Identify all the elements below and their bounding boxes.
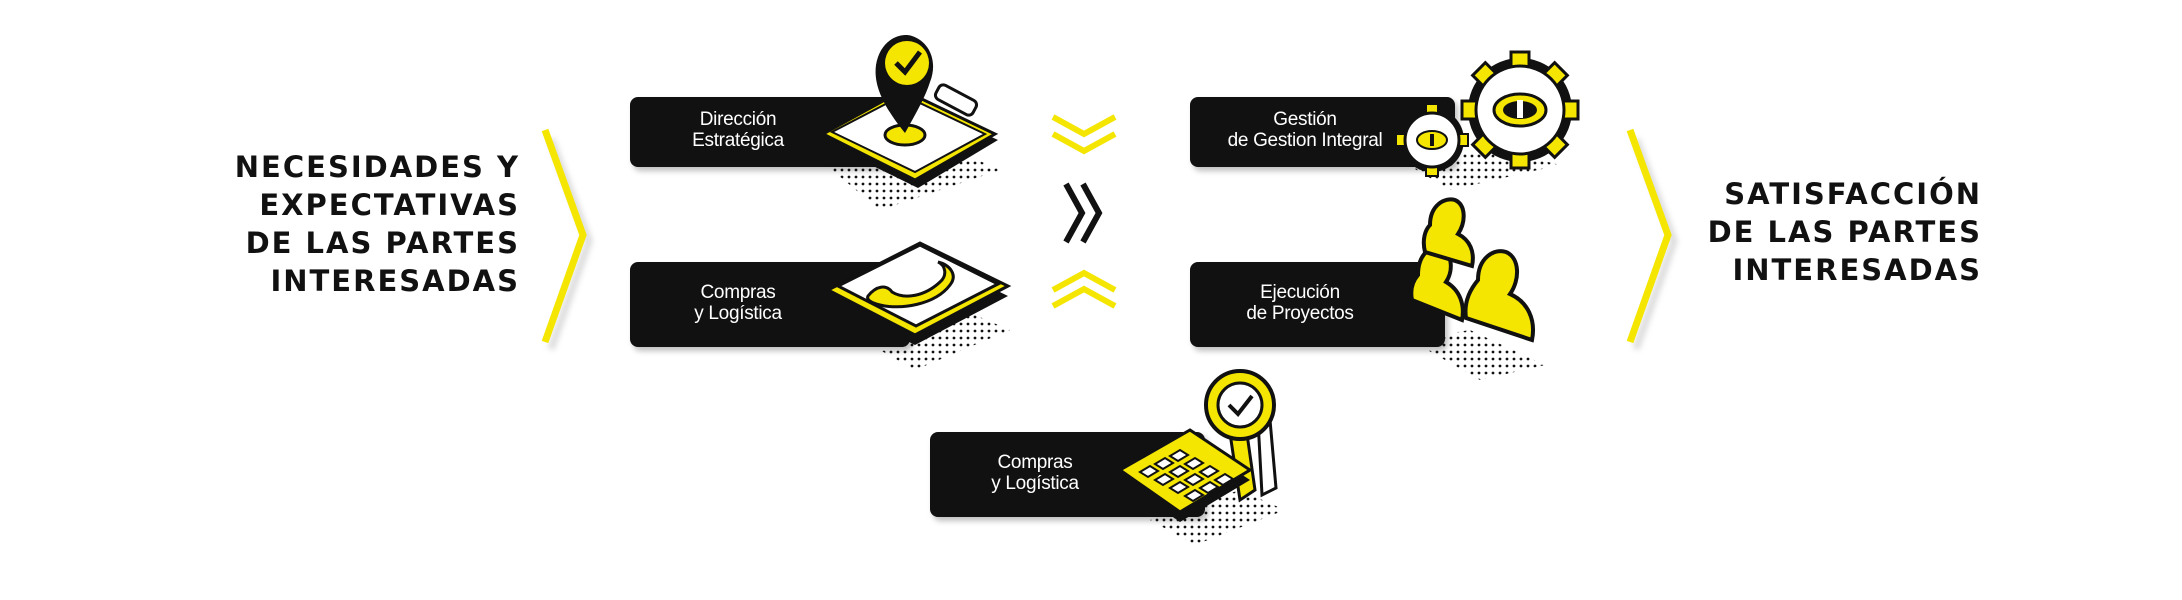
stakeholder-satisfaction-heading: SATISFACCIÓN DE LAS PARTES INTERESADAS	[1690, 175, 1982, 289]
heading-line: DE LAS PARTES	[245, 226, 520, 260]
heading-line: DE LAS PARTES	[1707, 215, 1982, 249]
label-line: Dirección	[699, 109, 777, 130]
label-line: Compras	[997, 452, 1073, 473]
label-line: de Gestion Integral	[1227, 130, 1383, 151]
box-label: Compras y Logística	[648, 282, 828, 324]
box-label: Dirección Estratégica	[648, 109, 828, 151]
ejecucion-proyectos-box: Ejecución de Proyectos	[1190, 262, 1445, 347]
box-label: Ejecución de Proyectos	[1225, 282, 1375, 324]
double-chevron-up-icon	[1051, 269, 1117, 309]
heading-line: NECESIDADES Y	[234, 150, 520, 184]
double-chevron-right-icon	[1063, 182, 1103, 244]
heading-line: SATISFACCIÓN	[1724, 177, 1982, 211]
label-line: y Logística	[694, 303, 782, 324]
gestion-integral-box: Gestión de Gestion Integral	[1190, 97, 1455, 167]
label-line: Ejecución	[1260, 282, 1340, 303]
stakeholder-needs-heading: NECESIDADES Y EXPECTATIVAS DE LAS PARTES…	[230, 148, 520, 300]
direccion-estrategica-box: Dirección Estratégica	[630, 97, 925, 167]
label-line: Compras	[700, 282, 776, 303]
label-line: de Proyectos	[1246, 303, 1354, 324]
left-chevron-icon	[541, 128, 593, 351]
label-line: y Logística	[991, 473, 1079, 494]
label-line: Gestión	[1273, 109, 1337, 130]
heading-line: EXPECTATIVAS	[259, 188, 520, 222]
box-label: Gestión de Gestion Integral	[1200, 109, 1410, 151]
label-line: Estratégica	[692, 130, 784, 151]
heading-line: INTERESADAS	[270, 264, 520, 298]
compras-logistica-box: Compras y Logística	[630, 262, 910, 347]
box-label: Compras y Logística	[950, 452, 1120, 494]
heading-line: INTERESADAS	[1732, 253, 1982, 287]
double-chevron-down-icon	[1051, 114, 1117, 155]
right-chevron-icon	[1626, 128, 1678, 351]
compras-logistica-box: Compras y Logística	[930, 432, 1205, 517]
